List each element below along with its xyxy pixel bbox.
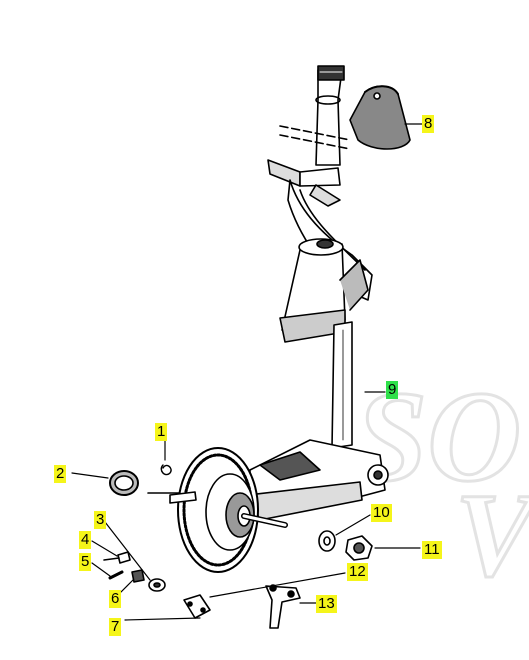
watermark-line-2: V (455, 468, 529, 601)
vertical-post-part-9 (331, 321, 353, 449)
callout-label-5: 5 (79, 553, 92, 571)
seal-ring-part-2 (109, 470, 139, 496)
bolt-part-4 (103, 551, 131, 564)
callout-label-6: 6 (109, 590, 122, 608)
callout-label-2: 2 (54, 465, 67, 483)
callout-label-11: 11 (422, 541, 442, 559)
callout-label-12: 12 (347, 563, 368, 581)
washer-part-10 (318, 530, 336, 552)
pin-part-5 (108, 570, 124, 580)
nut-part-11 (345, 535, 373, 561)
column-sleeve (279, 238, 369, 343)
brake-disc (169, 447, 288, 573)
nut-part-6 (131, 569, 145, 583)
plate-part-7 (183, 594, 211, 619)
grip-part-8 (349, 85, 411, 150)
lower-fork (247, 439, 389, 521)
clip-part-1 (147, 464, 181, 494)
callout-label-13: 13 (316, 595, 337, 613)
callout-label-10: 10 (371, 504, 392, 522)
callout-label-8: 8 (422, 115, 435, 133)
callout-label-3: 3 (94, 511, 107, 529)
lever-part-13 (265, 584, 301, 629)
leader-lines (71, 123, 423, 621)
callout-label-7: 7 (109, 618, 122, 636)
bushing-part-3 (148, 578, 166, 592)
callout-label-1: 1 (155, 423, 168, 441)
callout-label-4: 4 (79, 531, 92, 549)
column-top (279, 65, 351, 166)
callout-label-9: 9 (386, 381, 399, 399)
